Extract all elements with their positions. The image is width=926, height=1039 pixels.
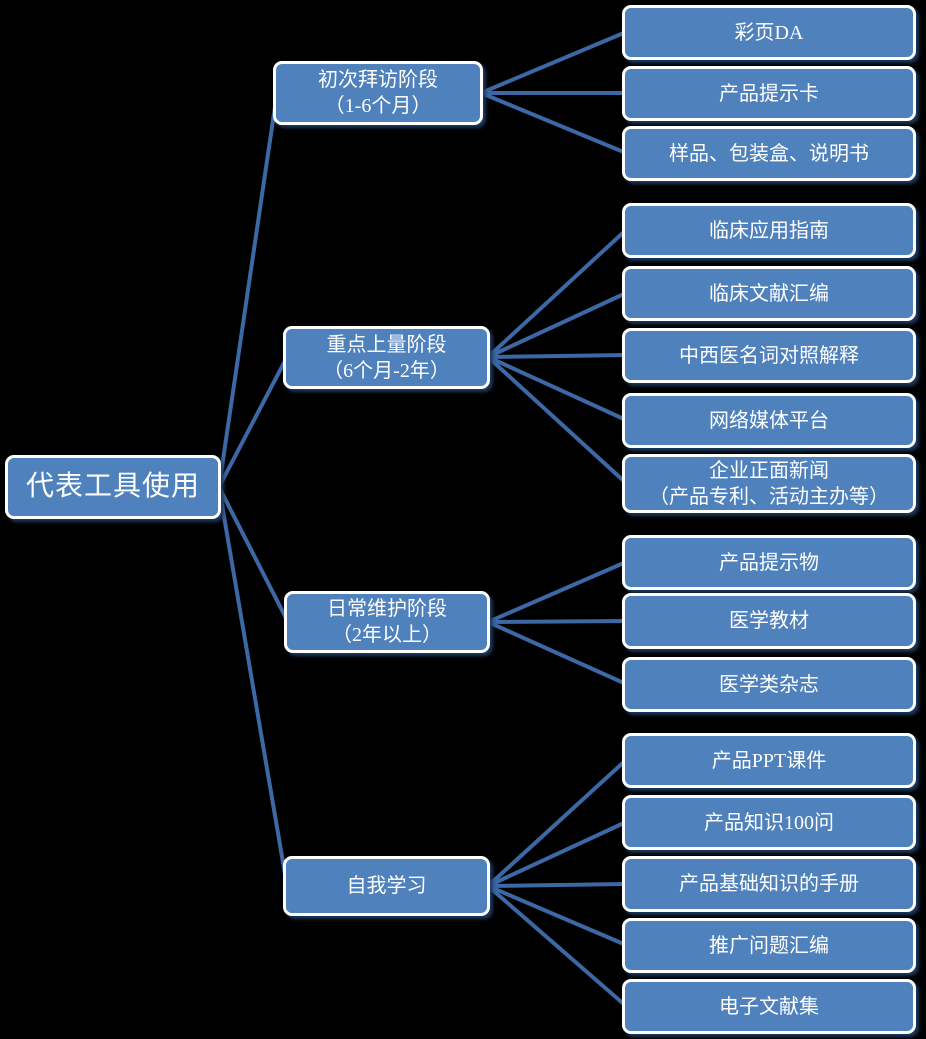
connector-line: [487, 291, 627, 359]
leaf-node-label: 产品提示物: [719, 551, 819, 574]
leaf-node-basic-knowledge-handbook: 产品基础知识的手册: [622, 856, 916, 912]
leaf-node-label: 产品PPT课件: [711, 749, 827, 772]
branch-node-volume-growth: 重点上量阶段 （6个月-2年）: [283, 326, 490, 389]
branch-node-label: 重点上量阶段: [326, 333, 447, 356]
connector-line: [487, 560, 627, 624]
leaf-node-label: 推广问题汇编: [709, 934, 829, 957]
connector-line: [217, 486, 289, 887]
connector-line: [487, 882, 627, 888]
branch-node-daily-maintenance: 日常维护阶段 （2年以上）: [284, 591, 490, 653]
leaf-node-samples-boxes-manuals: 样品、包装盒、说明书: [622, 126, 916, 181]
connector-line: [487, 620, 627, 686]
connector-line: [487, 619, 627, 624]
leaf-node-label: 产品基础知识的手册: [679, 873, 859, 895]
connector-line: [480, 91, 627, 155]
connector-line: [486, 228, 628, 359]
leaf-node-label: 临床文献汇编: [709, 282, 829, 305]
leaf-node-electronic-literature-collection: 电子文献集: [622, 979, 916, 1034]
connector-line: [480, 30, 627, 95]
leaf-node-clinical-literature-compilation: 临床文献汇编: [622, 266, 916, 321]
leaf-node-color-page-da: 彩页DA: [622, 5, 916, 60]
branch-node-initial-visit: 初次拜访阶段 （1-6个月）: [273, 61, 483, 125]
leaf-node-medical-textbook: 医学教材: [622, 593, 916, 649]
leaf-node-label: 中西医名词对照解释: [679, 344, 859, 367]
connector-line: [487, 355, 627, 422]
leaf-node-label: 彩页DA: [734, 21, 804, 44]
leaf-node-online-media-platform: 网络媒体平台: [622, 393, 916, 448]
leaf-node-label: 医学类杂志: [719, 673, 819, 696]
connector-line: [487, 820, 627, 888]
branch-node-sublabel: （6个月-2年）: [323, 359, 450, 382]
leaf-node-label: 电子文献集: [719, 995, 819, 1018]
connector-line: [486, 355, 628, 485]
connector-line: [217, 92, 279, 488]
leaf-node-label: 企业正面新闻 （产品专利、活动主办等）: [649, 459, 889, 508]
leaf-node-label: 医学教材: [729, 610, 809, 632]
leaf-node-product-reminder-item: 产品提示物: [622, 535, 916, 590]
leaf-node-label: 临床应用指南: [709, 219, 829, 242]
branch-node-label: 日常维护阶段: [327, 598, 447, 620]
root-node-label: 代表工具使用: [25, 470, 200, 502]
leaf-node-medical-magazines: 医学类杂志: [622, 657, 916, 712]
branch-node-self-study: 自我学习: [283, 856, 490, 916]
leaf-node-label: 样品、包装盒、说明书: [669, 142, 869, 165]
leaf-node-product-tip-card: 产品提示卡: [622, 66, 916, 121]
leaf-node-term-comparison: 中西医名词对照解释: [622, 328, 916, 383]
branch-node-sublabel: （1-6个月）: [324, 95, 432, 117]
leaf-node-label: 产品提示卡: [719, 82, 819, 105]
leaf-node-product-ppt-courseware: 产品PPT课件: [622, 733, 916, 788]
leaf-node-label: 产品知识100问: [704, 811, 834, 834]
connector-line: [486, 758, 628, 888]
connector-line: [486, 884, 628, 1008]
leaf-node-promotion-qa-compilation: 推广问题汇编: [622, 918, 916, 973]
connector-line: [487, 884, 627, 947]
root-node: 代表工具使用: [5, 455, 221, 519]
branch-node-sublabel: （2年以上）: [332, 624, 442, 646]
branch-node-label: 自我学习: [346, 875, 427, 897]
connector-line: [217, 356, 289, 488]
connector-line: [217, 486, 290, 623]
leaf-node-clinical-application-guide: 临床应用指南: [622, 203, 916, 258]
leaf-node-product-knowledge-100: 产品知识100问: [622, 795, 916, 850]
leaf-node-label: 网络媒体平台: [709, 409, 829, 432]
branch-node-label: 初次拜访阶段: [318, 69, 438, 91]
leaf-node-positive-company-news: 企业正面新闻 （产品专利、活动主办等）: [622, 454, 916, 513]
connector-line: [487, 353, 627, 359]
